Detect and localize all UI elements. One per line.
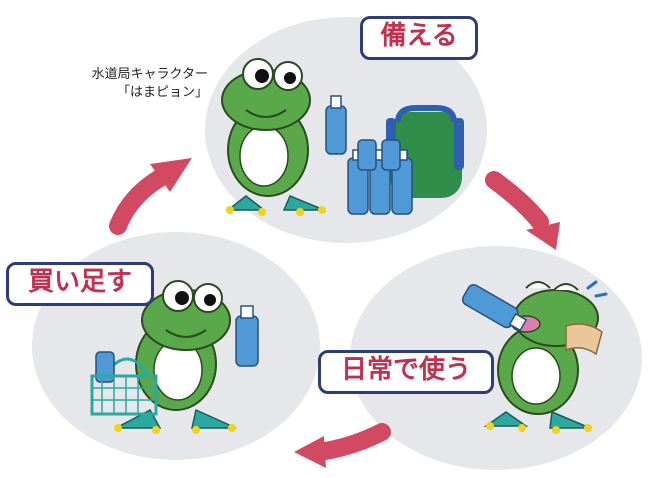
water-bottle-icon — [461, 284, 528, 332]
frog-mascot-icon — [221, 58, 326, 216]
frog-mascot-icon — [114, 280, 237, 434]
water-bottle-icon — [235, 305, 259, 367]
step-label-daily-use: 日常で使う — [318, 350, 494, 394]
arrow-daily-to-replenish — [294, 423, 391, 468]
towel-icon — [565, 323, 603, 356]
water-bottle-icon — [347, 139, 413, 215]
step-label-prepare: 備える — [360, 16, 478, 60]
water-bottle-icon — [325, 95, 347, 155]
arrow-replenish-to-prepare — [109, 158, 192, 235]
step-label-replenish: 買い足す — [6, 262, 154, 306]
mascot-caption-line1: 水道局キャラクター — [91, 67, 208, 82]
frog-mascot-icon — [483, 280, 608, 434]
shopping-basket-icon — [90, 351, 158, 416]
mascot-caption-line2: 「はまピョン」 — [116, 85, 208, 100]
arrow-prepare-to-daily — [485, 171, 560, 250]
mascot-caption: 水道局キャラクター 「はまピョン」 — [8, 66, 208, 102]
